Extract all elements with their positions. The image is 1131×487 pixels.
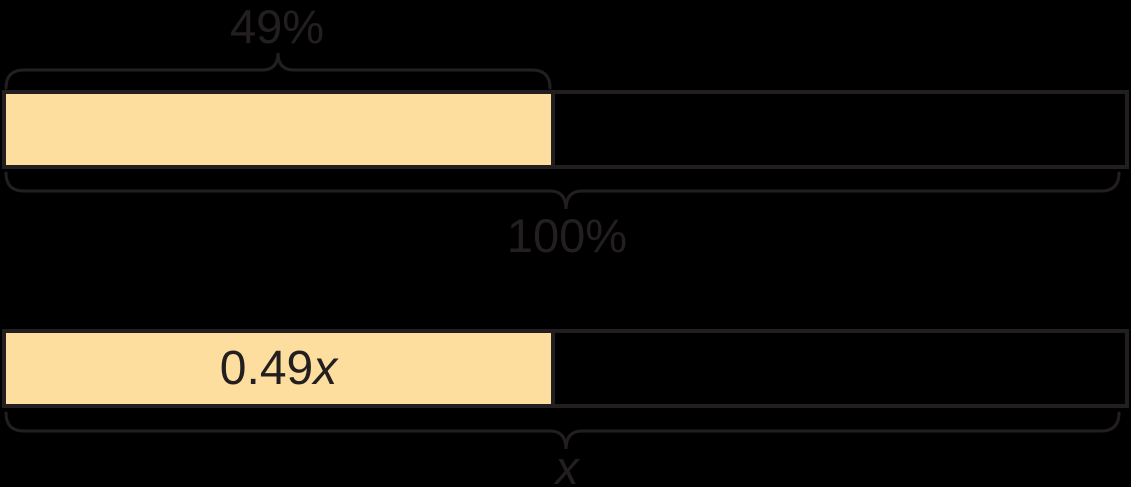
unshaded-segment-variable — [555, 333, 1125, 404]
shaded-segment-percent — [6, 94, 555, 165]
label-100-percent: 100% — [506, 209, 628, 262]
brace-49-percent — [4, 52, 552, 90]
shaded-segment-variable: 0.49x — [6, 333, 555, 404]
label-0point49x-variable: x — [313, 341, 338, 395]
label-0point49x-coefficient: 0.49 — [219, 341, 314, 395]
label-0point49x: 0.49x — [219, 341, 338, 395]
tape-percent — [2, 90, 1129, 169]
tape-variable: 0.49x — [2, 329, 1129, 408]
brace-100-percent — [4, 171, 1121, 210]
unshaded-segment-percent — [555, 94, 1125, 165]
label-49-percent: 49% — [229, 0, 325, 53]
label-x-total: x — [555, 441, 579, 487]
